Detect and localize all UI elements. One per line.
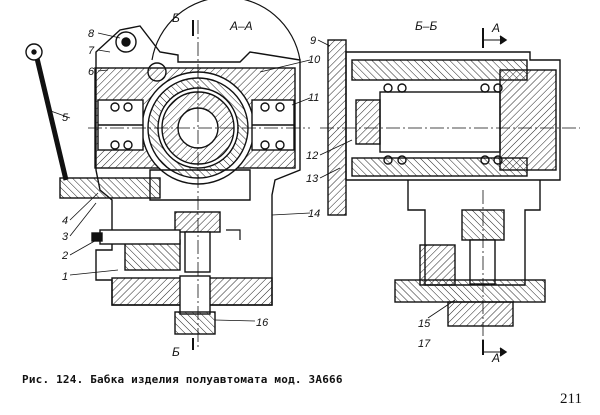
callout-10: 10: [308, 54, 321, 66]
callout-4: 4: [62, 215, 68, 227]
callout-2: 2: [61, 250, 68, 262]
callouts: 1 2 3 4 5 6 7 8 9 10 11 12 13 14 15 16 1…: [61, 28, 431, 350]
cut-mark-b-bottom: Б: [172, 345, 180, 359]
page-number: 211: [560, 391, 582, 407]
callout-6: 6: [88, 66, 95, 78]
callout-14: 14: [308, 208, 320, 220]
callout-15: 15: [418, 318, 431, 330]
callout-12: 12: [306, 150, 318, 162]
callout-leaders: [47, 32, 456, 322]
callout-9: 9: [310, 35, 316, 47]
callout-11: 11: [308, 92, 319, 104]
callout-16: 16: [256, 317, 269, 329]
callout-7: 7: [88, 45, 95, 57]
callout-13: 13: [306, 173, 319, 185]
callout-17: 17: [418, 338, 431, 350]
section-title-aa: А–А: [229, 19, 253, 33]
callout-1: 1: [62, 271, 68, 283]
callout-8: 8: [88, 28, 95, 40]
callout-3: 3: [62, 231, 69, 243]
section-view-aa: [25, 0, 310, 350]
cut-mark-b-top: Б: [172, 11, 180, 25]
cut-mark-a-top: А: [491, 21, 500, 35]
section-title-bb: Б–Б: [415, 19, 437, 33]
cut-mark-a-bottom: А: [491, 351, 500, 365]
section-view-bb: [320, 28, 580, 357]
figure-caption: Рис. 124. Бабка изделия полуавтомата мод…: [22, 373, 343, 386]
callout-5: 5: [62, 112, 69, 124]
